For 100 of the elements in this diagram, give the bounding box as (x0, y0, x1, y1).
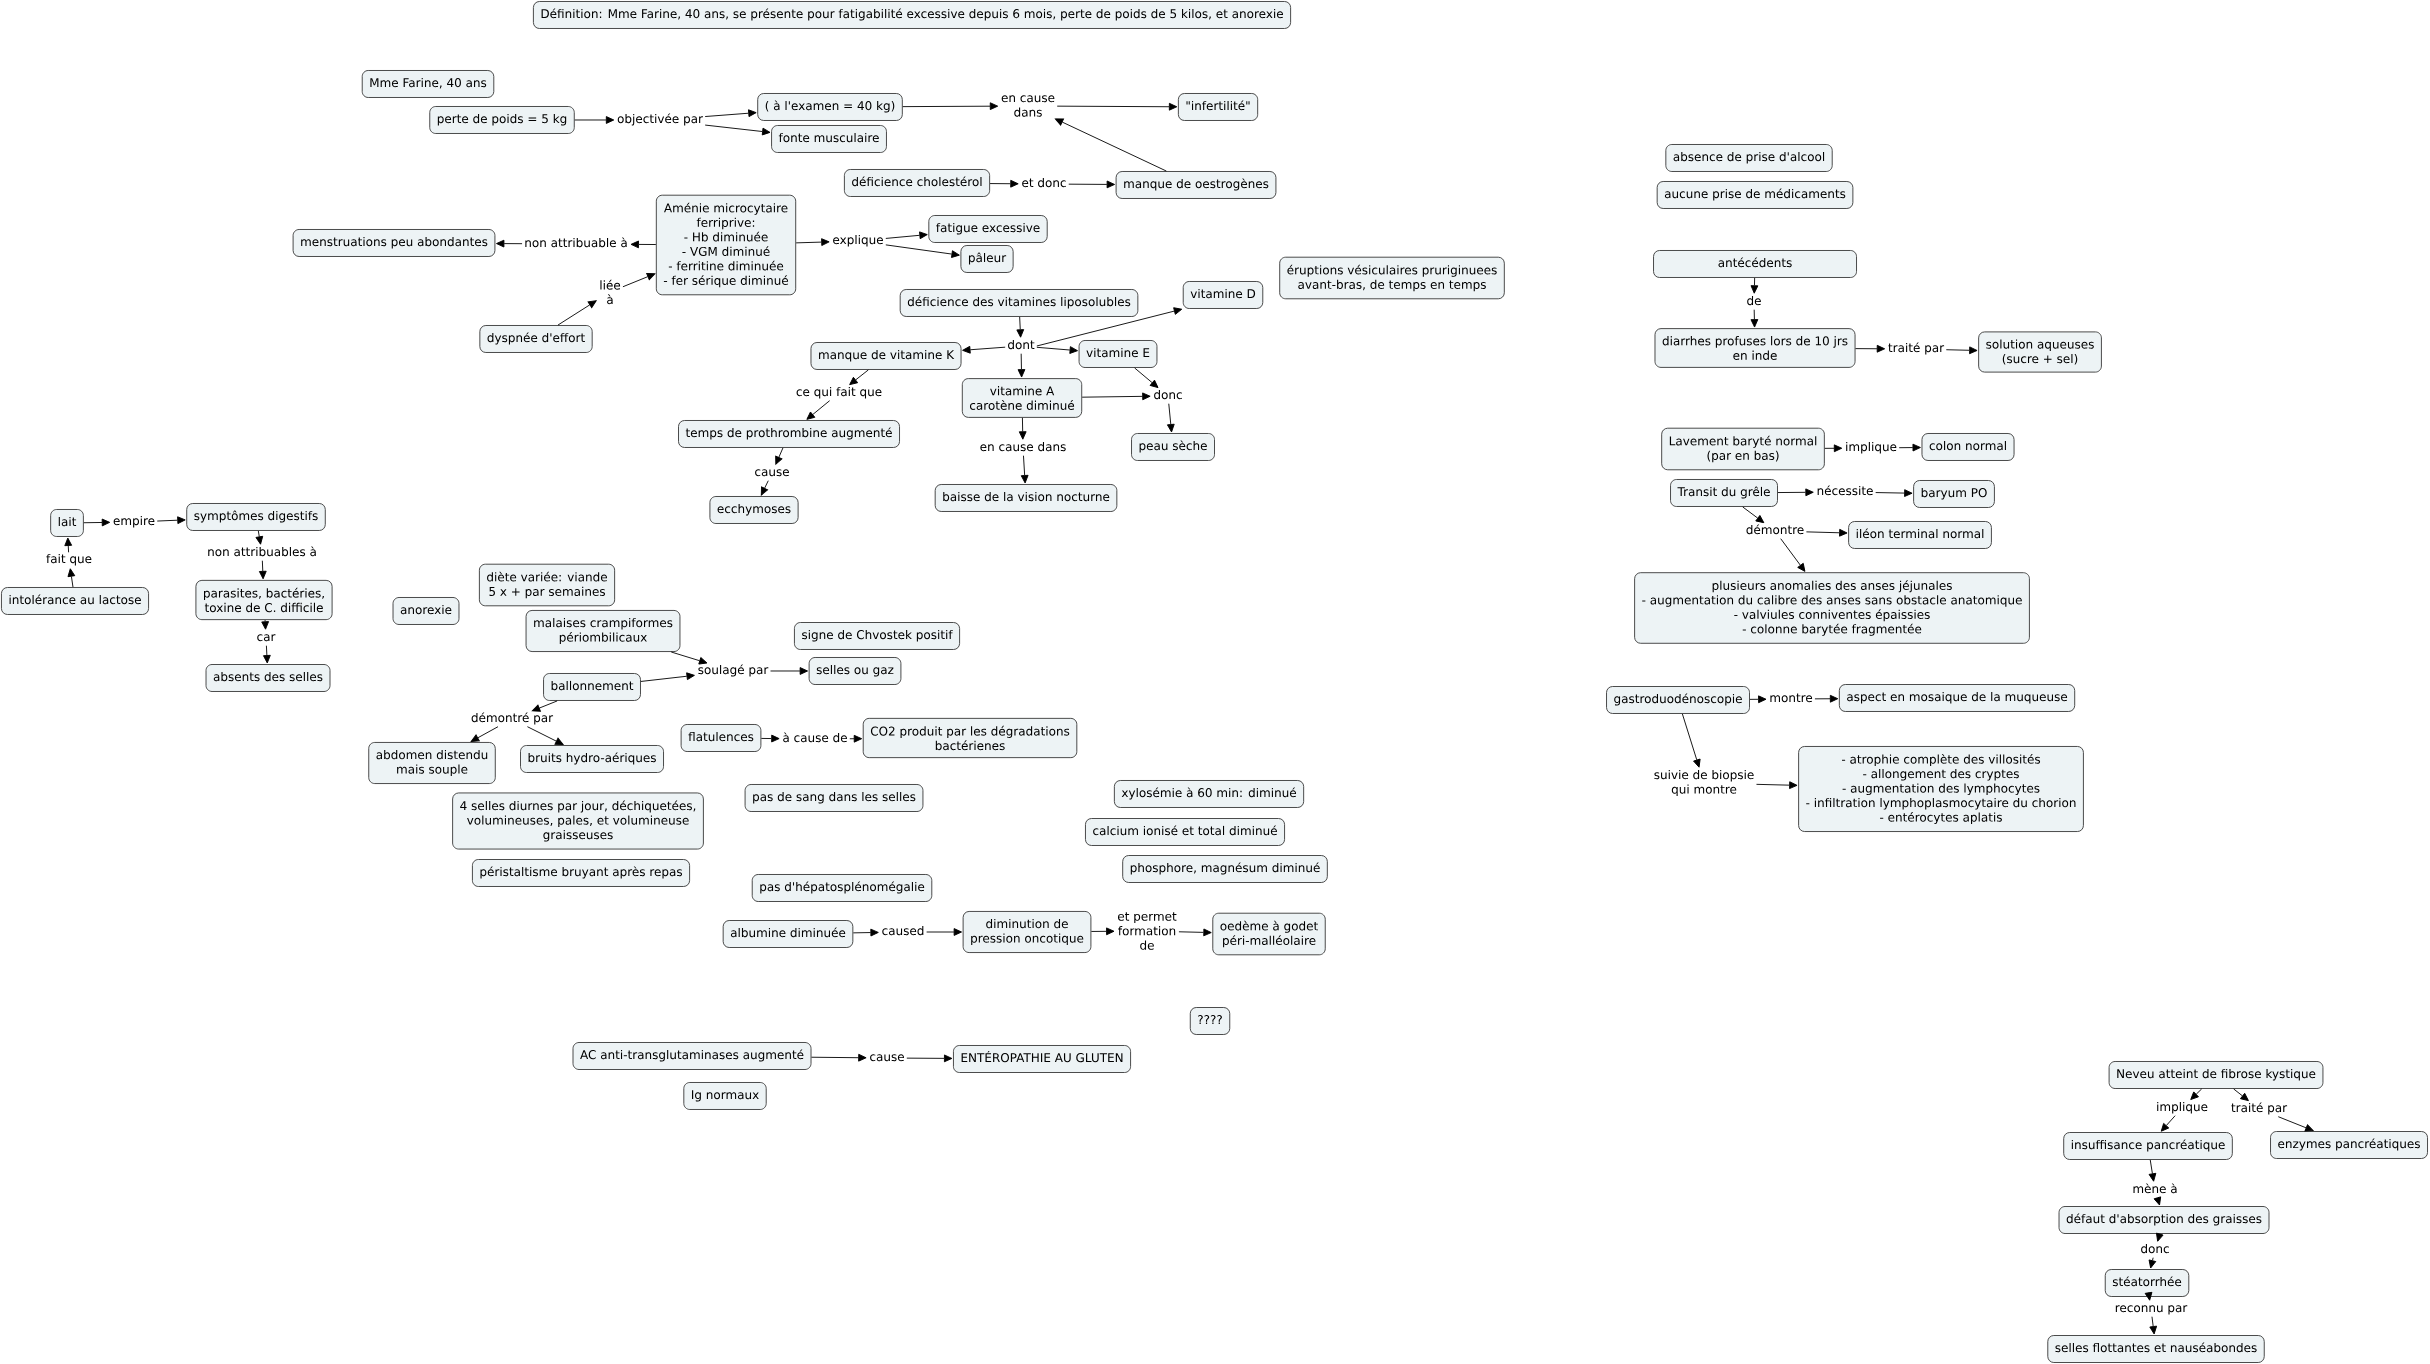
concept-box: aspect en mosaique de la muqueuse (1838, 684, 2076, 712)
arrow (557, 300, 597, 326)
arrow (1090, 927, 1115, 936)
linking-phrase: fait que (46, 553, 92, 566)
concept-box: signe de Chvostek positif (793, 622, 961, 650)
linking-phrase: à cause de (783, 732, 847, 743)
arrow (2149, 1316, 2158, 1335)
arrow (1016, 316, 1025, 338)
linking-phrase: implique (2157, 1101, 2208, 1114)
concept-box: abdomen distendu mais souple (368, 742, 496, 784)
linking-phrase: traité par (1888, 342, 1945, 355)
linking-phrase: nécessite (1817, 485, 1873, 496)
arrow (906, 1054, 953, 1063)
concept-box: manque de oestrogènes (1115, 171, 1277, 199)
arrow (1056, 102, 1178, 111)
concept-box: malaises crampiformes périombilicaux (525, 610, 681, 652)
concept-box: baryum PO (1913, 480, 1995, 508)
concept-box: plusieurs anomalies des anses jéjunales - augmentation du calibre des anses sans obstacle anatomique - valviules conniventes épaissies - colonne barytée fragmentée (1634, 572, 2030, 644)
linking-phrase: en cause dans (1001, 95, 1055, 117)
definition-box: Définition: Mme Farine, 40 ans, se présente pour fatigabilité excessive depuis 6 mois, perte de poids de 5 kilos, et anorexie (532, 1, 1292, 29)
arrow (1749, 695, 1767, 704)
concept-box: perte de poids = 5 kg (429, 106, 575, 134)
concept-box: solution aqueuses (sucre + sel) (1978, 331, 2102, 373)
linking-phrase: non attribuables à (208, 546, 316, 557)
concept-box: baisse de la vision nocturne (934, 484, 1118, 512)
concept-box: - atrophie complète des villosités - allongement des cryptes - augmentation des lymphocytes - infiltration lymphoplasmocytaire du chorion - entérocytes aplatis (1798, 746, 2084, 832)
concept-box: ( à l'examen = 40 kg) (757, 93, 903, 121)
concept-box: aucune prise de médicaments (1656, 181, 1854, 209)
arrow (2233, 1088, 2249, 1102)
arrow (622, 272, 656, 288)
arrow (2144, 1291, 2153, 1301)
concept-box: manque de vitamine K (810, 342, 962, 370)
concept-box: déficience cholestérol (843, 169, 991, 197)
arrow (2156, 1232, 2164, 1242)
arrow (574, 116, 615, 124)
concept-box: menstruations peu abondantes (292, 229, 496, 257)
arrow (806, 400, 831, 420)
arrow (640, 672, 695, 682)
concept-box: dyspnée d'effort (479, 325, 593, 353)
arrow (1166, 403, 1175, 433)
arrow (670, 651, 708, 665)
arrow (1780, 538, 1806, 572)
arrow (258, 560, 267, 580)
linking-phrase: empire (113, 515, 155, 528)
concept-box: absence de prise d'alcool (1665, 144, 1833, 172)
linking-phrase: traité par (2231, 1102, 2288, 1115)
arrow (2148, 1257, 2157, 1269)
arrow (885, 231, 928, 240)
arrow (1750, 277, 1759, 294)
arrow (1081, 392, 1151, 401)
concept-box: phosphore, magnésum diminué (1122, 855, 1328, 883)
linking-phrase: dont (1008, 339, 1035, 350)
concept-box: Transit du grêle (1670, 479, 1778, 507)
concept-box: calcium ionisé et total diminué (1085, 818, 1285, 846)
arrow (496, 239, 523, 248)
arrow (1036, 307, 1183, 347)
concept-box: anorexie (392, 597, 460, 625)
concept-box: insuffisance pancréatique (2063, 1132, 2233, 1160)
linking-phrase: cause (755, 469, 789, 477)
concept-box: éruptions vésiculaires pruriginuees avant-bras, de temps en temps (1279, 256, 1505, 300)
concept-box: xylosémie à 60 min: diminué (1113, 780, 1305, 808)
concept-box: bruits hydro-aériques (520, 745, 664, 773)
concept-box: absents des selles (205, 664, 331, 692)
linking-phrase: reconnu par (2115, 1305, 2188, 1315)
concept-box: fonte musculaire (771, 125, 887, 153)
arrow (989, 179, 1019, 188)
arrow (926, 928, 962, 936)
linking-phrase: donc (1154, 389, 1182, 400)
arrow (1020, 455, 1029, 484)
linking-phrase: soulagé par (698, 664, 769, 677)
arrow (1017, 353, 1026, 378)
arrow (760, 734, 780, 743)
linking-phrase: et donc (1022, 177, 1066, 188)
arrow (2160, 1115, 2176, 1132)
arrow (263, 645, 271, 664)
arrow (849, 369, 869, 386)
concept-box: déficience des vitamines liposolubles (899, 289, 1139, 317)
arrow (1742, 506, 1765, 524)
arrow (83, 518, 111, 527)
linking-phrase: montre (1770, 693, 1813, 703)
concept-box: antécédents (1653, 250, 1857, 278)
arrow (531, 700, 558, 712)
linking-phrase: démontre (1746, 524, 1804, 535)
concept-box: stéatorrhée (2104, 1269, 2190, 1297)
arrow (261, 619, 269, 630)
arrow (1805, 528, 1848, 537)
arrow (1756, 781, 1798, 790)
concept-box: temps de prothrombine augmenté (678, 420, 900, 448)
arrow (1178, 928, 1212, 937)
linking-phrase: explique (833, 234, 883, 247)
arrow (852, 928, 879, 937)
concept-box: diète variée: viande 5 x + par semaines (478, 563, 616, 607)
concept-box: gastroduodénoscopie (1606, 686, 1750, 714)
linking-phrase: mène à (2133, 1183, 2177, 1194)
concept-box: pâleur (960, 245, 1014, 273)
arrow (1855, 344, 1886, 353)
concept-box: pas de sang dans les selles (744, 784, 924, 812)
concept-box: flatulences (680, 724, 762, 752)
concept-box: CO2 produit par les dégradations bactérienes (862, 717, 1078, 759)
arrow (2148, 1159, 2157, 1182)
